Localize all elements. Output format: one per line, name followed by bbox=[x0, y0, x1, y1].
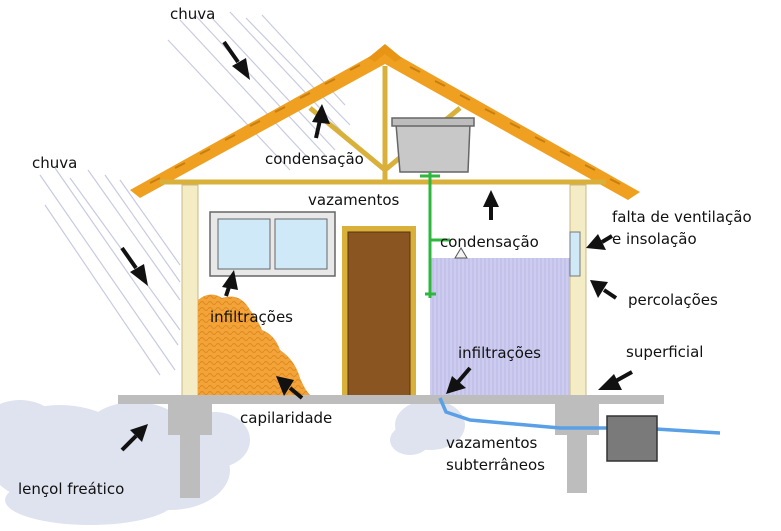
roof-trusses bbox=[160, 66, 606, 185]
sewer-box bbox=[606, 415, 658, 462]
label-vazamentos-sub-2: subterrâneos bbox=[446, 456, 545, 474]
arrow-superficial bbox=[598, 370, 633, 390]
label-superficial: superficial bbox=[626, 343, 703, 361]
label-falta-ventilacao-2: e insolação bbox=[612, 230, 697, 248]
label-condensacao-ceiling: condensação bbox=[440, 233, 539, 251]
arrow-infiltracoes-right bbox=[446, 366, 472, 394]
arrow-condensacao-ceiling bbox=[483, 190, 499, 220]
water-tank bbox=[391, 117, 475, 173]
ground-cloud-left bbox=[0, 400, 250, 525]
foundation-left bbox=[168, 403, 212, 498]
label-chuva-left: chuva bbox=[32, 154, 77, 172]
wall-post-right bbox=[569, 184, 587, 398]
label-vazamentos: vazamentos bbox=[308, 191, 400, 209]
label-infiltracoes-left: infiltrações bbox=[210, 308, 293, 326]
label-percolacoes: percolações bbox=[628, 291, 718, 309]
damp-area-left bbox=[198, 294, 310, 395]
arrow-condensacao-roof bbox=[312, 104, 330, 139]
wall-post-left bbox=[181, 184, 199, 398]
door bbox=[342, 226, 416, 398]
label-lencol-freatico: lençol freático bbox=[18, 480, 124, 498]
arrow-falta-ventilacao bbox=[586, 234, 614, 250]
foundation-right bbox=[555, 403, 599, 493]
vent bbox=[569, 231, 581, 277]
label-vazamentos-sub-1: vazamentos bbox=[446, 434, 538, 452]
label-chuva-top: chuva bbox=[170, 5, 215, 23]
pipe-green bbox=[420, 172, 450, 298]
arrow-percolacoes bbox=[590, 280, 618, 300]
rain-left bbox=[39, 167, 181, 376]
window bbox=[209, 211, 336, 277]
label-falta-ventilacao-1: falta de ventilação bbox=[612, 208, 752, 226]
damp-area-right bbox=[430, 258, 570, 396]
arrow-lencol-freatico bbox=[120, 424, 148, 452]
label-capilaridade: capilaridade bbox=[240, 409, 332, 427]
floor-slab bbox=[118, 395, 664, 404]
arrow-chuva-top bbox=[222, 40, 250, 80]
label-condensacao-roof: condensação bbox=[265, 150, 364, 168]
arrow-capilaridade bbox=[276, 376, 304, 400]
arrow-infiltracoes-left bbox=[222, 270, 238, 297]
arrows bbox=[120, 40, 633, 452]
lamp-icon bbox=[454, 247, 468, 259]
label-infiltracoes-right: infiltrações bbox=[458, 344, 541, 362]
rain-top bbox=[167, 11, 351, 171]
roof bbox=[130, 44, 640, 200]
arrow-chuva-left bbox=[120, 246, 148, 286]
